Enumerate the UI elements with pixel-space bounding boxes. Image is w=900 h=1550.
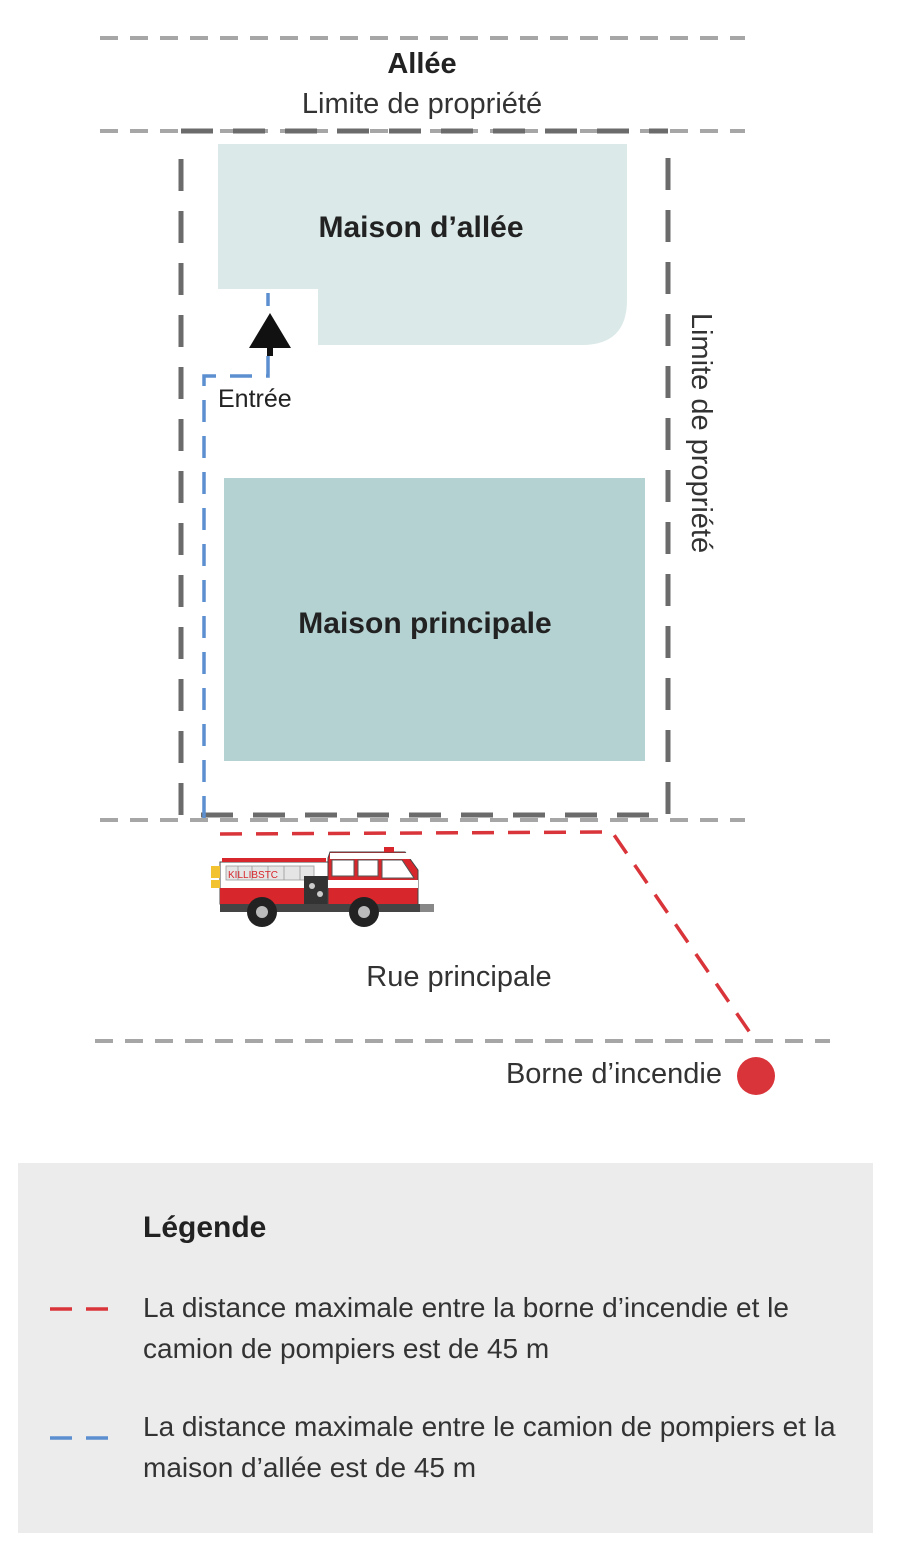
lane-house xyxy=(218,144,627,345)
main-house xyxy=(224,478,645,761)
legend-title: Légende xyxy=(143,1211,267,1244)
alley-label: Allée xyxy=(387,48,456,80)
side-property-line-label: Limite de propriété xyxy=(685,313,717,553)
entrance-label: Entrée xyxy=(218,385,292,413)
top-property-line-label: Limite de propriété xyxy=(302,88,542,120)
lot-boundary xyxy=(178,144,671,818)
legend-blue-dash-swatch xyxy=(50,1436,118,1440)
arrow-up-icon xyxy=(249,313,291,356)
main-house-label: Maison principale xyxy=(298,607,551,640)
hydrant-route-line xyxy=(219,830,757,1041)
lane-house-label: Maison d’allée xyxy=(318,211,523,244)
main-street-label: Rue principale xyxy=(366,961,551,993)
hydrant-dot-icon xyxy=(737,1057,775,1095)
legend-item-hydrant-distance: La distance maximale entre la borne d’in… xyxy=(143,1292,789,1364)
truck-lettering: KILLIBSTC xyxy=(228,870,278,881)
legend-item-lane-house-distance: La distance maximale entre le camion de … xyxy=(143,1411,836,1483)
site-plan-diagram: KILLIBSTC Allée Limite de propriété Limi… xyxy=(95,36,830,1095)
fire-truck-icon: KILLIBSTC xyxy=(211,847,434,927)
hydrant-label: Borne d’incendie xyxy=(506,1058,722,1090)
legend-panel: Légende La distance maximale entre la bo… xyxy=(18,1163,873,1533)
legend-red-dash-swatch xyxy=(50,1307,118,1311)
